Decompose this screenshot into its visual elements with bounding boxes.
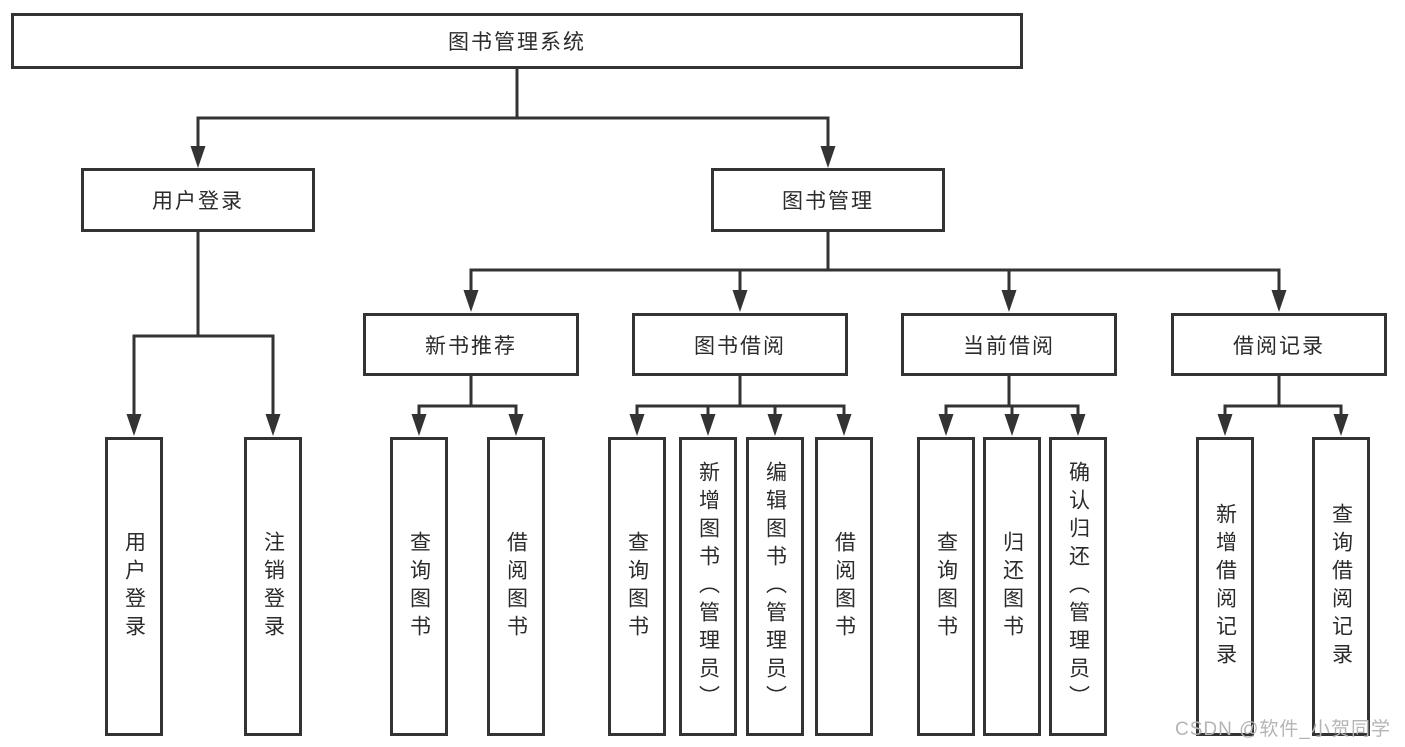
leaf-borrow-borrow-books: 借阅图书 bbox=[815, 437, 873, 736]
leaf-recommend-borrow-books: 借阅图书 bbox=[487, 437, 545, 736]
connector-root-to-level2 bbox=[190, 67, 836, 168]
node-current-borrow: 当前借阅 bbox=[901, 313, 1117, 376]
arrow-down-icon bbox=[1333, 414, 1349, 436]
leaf-borrow-add-books-admin: 新增图书（管理员） bbox=[679, 437, 737, 736]
node-root-library-system: 图书管理系统 bbox=[11, 13, 1023, 69]
leaf-records-add-record: 新增借阅记录 bbox=[1196, 437, 1254, 736]
arrow-down-icon bbox=[1271, 290, 1287, 312]
arrow-down-icon bbox=[508, 414, 524, 436]
arrow-down-icon bbox=[411, 414, 427, 436]
arrow-down-icon bbox=[700, 414, 716, 436]
connector-current-borrow bbox=[938, 374, 1086, 436]
arrow-down-icon bbox=[767, 414, 783, 436]
leaf-current-query-books: 查询图书 bbox=[917, 437, 975, 736]
node-user-login: 用户登录 bbox=[81, 168, 315, 232]
csdn-watermark: CSDN @软件_小贺同学 bbox=[1175, 719, 1391, 740]
arrow-down-icon bbox=[938, 414, 954, 436]
connector-new-book-recommend bbox=[411, 374, 524, 436]
leaf-records-query-record: 查询借阅记录 bbox=[1312, 437, 1370, 736]
arrow-down-icon bbox=[732, 290, 748, 312]
node-book-borrow: 图书借阅 bbox=[632, 313, 848, 376]
arrow-down-icon bbox=[836, 414, 852, 436]
leaf-borrow-edit-books-admin: 编辑图书（管理员） bbox=[746, 437, 804, 736]
leaf-logout: 注销登录 bbox=[244, 437, 302, 736]
arrow-down-icon bbox=[265, 414, 281, 436]
connector-book-borrow bbox=[629, 374, 852, 436]
arrow-down-icon bbox=[463, 290, 479, 312]
leaf-borrow-query-books: 查询图书 bbox=[608, 437, 666, 736]
node-book-management: 图书管理 bbox=[711, 168, 945, 232]
arrow-down-icon bbox=[629, 414, 645, 436]
leaf-user-login: 用户登录 bbox=[105, 437, 163, 736]
connector-borrow-records bbox=[1217, 374, 1349, 436]
arrow-down-icon bbox=[1217, 414, 1233, 436]
leaf-recommend-query-books: 查询图书 bbox=[390, 437, 448, 736]
arrow-down-icon bbox=[1004, 414, 1020, 436]
arrow-down-icon bbox=[126, 414, 142, 436]
arrow-down-icon bbox=[190, 146, 206, 168]
node-new-book-recommend: 新书推荐 bbox=[363, 313, 579, 376]
arrow-down-icon bbox=[820, 146, 836, 168]
leaf-current-confirm-return-admin: 确认归还（管理员） bbox=[1049, 437, 1107, 736]
arrow-down-icon bbox=[1001, 290, 1017, 312]
arrow-down-icon bbox=[1070, 414, 1086, 436]
node-borrow-records: 借阅记录 bbox=[1171, 313, 1387, 376]
leaf-current-return-books: 归还图书 bbox=[983, 437, 1041, 736]
connector-user-login bbox=[126, 230, 281, 436]
connector-book-management bbox=[463, 230, 1287, 312]
